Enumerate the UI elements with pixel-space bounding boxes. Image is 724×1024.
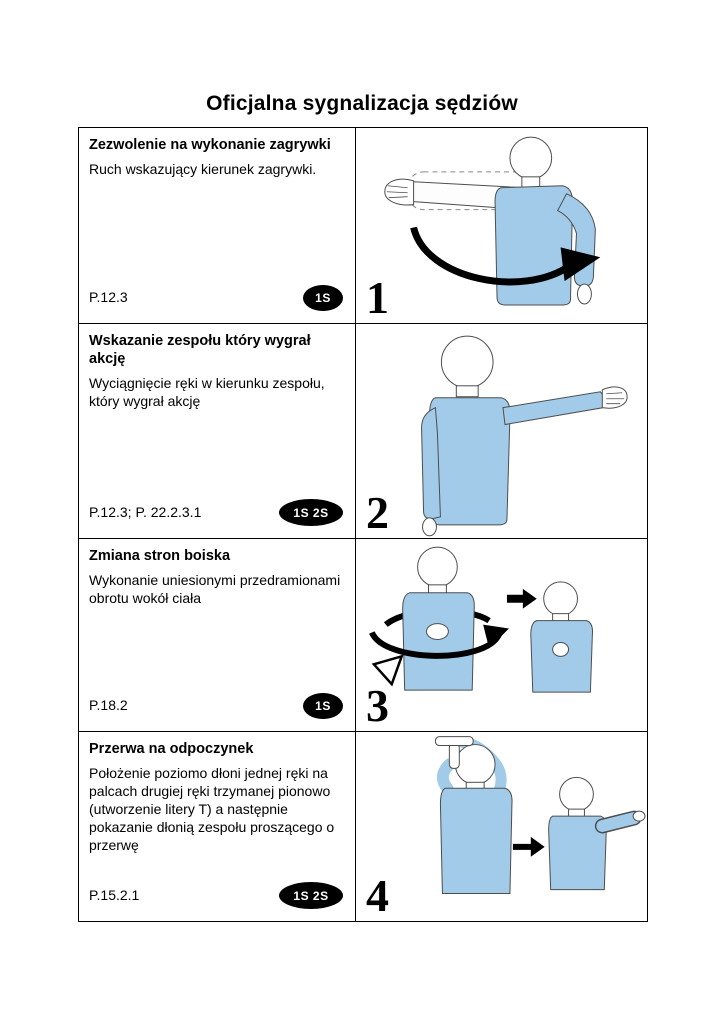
rule-reference: P.15.2.1 bbox=[89, 887, 140, 903]
table-row: Zezwolenie na wykonanie zagrywki Ruch ws… bbox=[79, 128, 647, 324]
signal-info-cell: Zmiana stron boiska Wykonanie uniesionym… bbox=[79, 539, 356, 731]
signal-image-cell: 1 bbox=[356, 128, 647, 323]
page-title: Oficjalna sygnalizacja sędziów bbox=[206, 92, 518, 115]
signal-table: Zezwolenie na wykonanie zagrywki Ruch ws… bbox=[78, 127, 648, 922]
referee-signal-illustration-2 bbox=[421, 335, 628, 537]
signal-info-cell: Wskazanie zespołu który wygrał akcję Wyc… bbox=[79, 324, 356, 538]
signal-description: Wyciągnięcie ręki w kierunku zespołu, kt… bbox=[89, 375, 325, 410]
rule-reference: P.12.3 bbox=[89, 289, 128, 305]
signal-info-cell: Zezwolenie na wykonanie zagrywki Ruch ws… bbox=[79, 128, 356, 323]
signal-number: 1 bbox=[366, 272, 389, 323]
signal-description: Ruch wskazujący kierunek zagrywki. bbox=[89, 161, 317, 178]
referee-badge: 1S 2S bbox=[279, 882, 343, 909]
signal-title: Zmiana stron boiska bbox=[89, 548, 231, 564]
table-row: Wskazanie zespołu który wygrał akcję Wyc… bbox=[79, 324, 647, 539]
signal-image-cell: 3 bbox=[356, 539, 647, 731]
signal-description: Wykonanie uniesionymi przedramionami obr… bbox=[89, 572, 341, 607]
signal-number: 2 bbox=[366, 487, 389, 538]
referee-badge: 1S bbox=[303, 285, 343, 311]
table-row: Przerwa na odpoczynek Położenie poziomo … bbox=[79, 732, 647, 921]
signal-title: Zezwolenie na wykonanie zagrywki bbox=[89, 137, 331, 153]
signal-description: Położenie poziomo dłoni jednej ręki na p… bbox=[89, 765, 335, 853]
referee-badge: 1S bbox=[303, 693, 343, 719]
signal-image-cell: 4 bbox=[356, 732, 647, 921]
signal-number: 3 bbox=[366, 680, 389, 731]
table-row: Zmiana stron boiska Wykonanie uniesionym… bbox=[79, 539, 647, 732]
referee-signal-illustration-4 bbox=[434, 736, 646, 895]
signal-number: 4 bbox=[366, 870, 389, 921]
signal-info-cell: Przerwa na odpoczynek Położenie poziomo … bbox=[79, 732, 356, 921]
referee-signal-illustration-1 bbox=[384, 136, 601, 306]
rule-reference: P.12.3; P. 22.2.3.1 bbox=[89, 504, 202, 520]
referee-signal-illustration-3 bbox=[369, 546, 593, 693]
referee-badge: 1S 2S bbox=[279, 499, 343, 526]
signal-title: Przerwa na odpoczynek bbox=[89, 741, 254, 757]
signal-title: Wskazanie zespołu który wygrał akcję bbox=[89, 333, 311, 368]
signal-image-cell: 2 bbox=[356, 324, 647, 538]
rule-reference: P.18.2 bbox=[89, 697, 128, 713]
